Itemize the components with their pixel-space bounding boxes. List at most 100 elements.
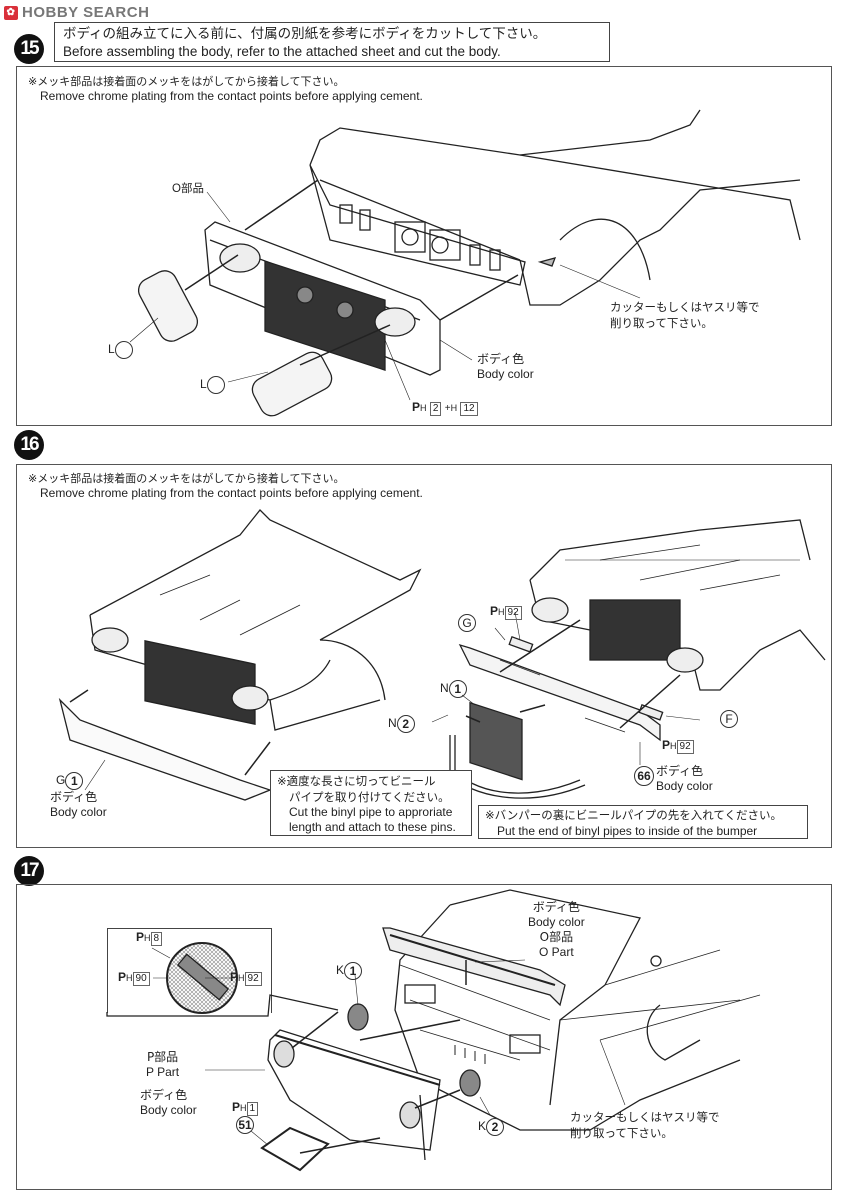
plus-sign: + bbox=[444, 403, 451, 414]
l-part-label-2: L bbox=[200, 376, 225, 394]
step-16-chrome-note: ※メッキ部品は接着面のメッキをはがしてから接着して下さい。 Remove chr… bbox=[28, 472, 423, 501]
spoiler-label: ボディ色 Body color O部品 O Part bbox=[528, 900, 585, 960]
body-color-en: Body color bbox=[656, 779, 713, 793]
step-15-panel bbox=[16, 66, 832, 426]
body-color-jp: ボディ色 bbox=[656, 764, 704, 778]
part-number: 1 bbox=[448, 680, 467, 698]
part-number: 1 bbox=[65, 772, 84, 790]
callout-en: Put the end of binyl pipes to inside of … bbox=[497, 823, 758, 838]
p-flag-icon: P bbox=[232, 1100, 241, 1114]
p-part-label: P部品 P Part bbox=[146, 1050, 179, 1080]
step-15-instruction-en: Before assembling the body, refer to the… bbox=[63, 44, 501, 59]
bumper-callout: ※バンパーの裏にビニールパイプの先を入れてください。 Put the end o… bbox=[478, 805, 808, 839]
part-circle bbox=[114, 341, 133, 359]
callout-jp: ※バンパーの裏にビニールパイプの先を入れてください。 bbox=[485, 808, 783, 822]
part-66-label: 66 bbox=[634, 766, 654, 786]
callout-en-1: Cut the binyl pipe to approriate bbox=[289, 805, 453, 819]
o-part-label: O部品 bbox=[172, 183, 204, 195]
pin-number-box: 1 bbox=[246, 1102, 259, 1116]
body-color-jp: ボディ色 bbox=[532, 900, 580, 914]
callout-en-2: length and attach to these pins. bbox=[289, 820, 456, 834]
cutter-instruction-15: カッターもしくはヤスリ等で 削り取って下さい。 bbox=[610, 300, 760, 332]
part-number: 51 bbox=[236, 1116, 254, 1134]
chrome-note-jp: ※メッキ部品は接着面のメッキをはがしてから接着して下さい。 bbox=[28, 75, 345, 88]
part-letter: K bbox=[336, 963, 345, 978]
pin-number-box: 92 bbox=[676, 740, 694, 754]
p-part-jp: P部品 bbox=[146, 1050, 179, 1064]
step-17-badge: 17 bbox=[14, 856, 44, 886]
callout-jp-1: ※適度な長さに切ってビニール bbox=[277, 774, 436, 788]
part-letter: G bbox=[56, 773, 66, 788]
part-letter: G bbox=[458, 614, 476, 632]
body-color-en: Body color bbox=[50, 805, 107, 819]
p-flag-icon: P bbox=[412, 400, 421, 414]
step-15-badge: 15 bbox=[14, 34, 44, 64]
body-color-jp: ボディ色 bbox=[50, 790, 98, 804]
l-part-letter: L bbox=[200, 377, 207, 392]
pin-sub: H bbox=[420, 403, 427, 413]
p-flag-icon: P bbox=[490, 604, 499, 618]
cutter-jp-line-2: 削り取って下さい。 bbox=[570, 1128, 673, 1140]
body-color-en: Body color bbox=[140, 1103, 197, 1117]
pin-sub: H bbox=[450, 403, 458, 413]
o-part-en: O Part bbox=[539, 945, 574, 959]
pin-number-box: 90 bbox=[132, 972, 150, 986]
body-color-en: Body color bbox=[477, 367, 534, 381]
p-flag-icon: P bbox=[230, 970, 239, 984]
p-part-en: P Part bbox=[146, 1065, 180, 1079]
o-part-jp: O部品 bbox=[539, 930, 574, 944]
part-number: 66 bbox=[634, 766, 654, 786]
part-51-label: 51 bbox=[236, 1116, 254, 1134]
step-16-badge: 16 bbox=[14, 430, 44, 460]
part-letter: F bbox=[720, 710, 738, 728]
g-label: G bbox=[458, 614, 476, 632]
part-number: 2 bbox=[486, 1118, 505, 1136]
p-flag-icon: P bbox=[118, 970, 127, 984]
hobby-search-logo[interactable]: ✿ HOBBY SEARCH bbox=[4, 4, 149, 21]
body-color-label-17: ボディ色 Body color bbox=[140, 1088, 197, 1118]
part-letter: N bbox=[440, 681, 449, 696]
pin-number-box: 2 bbox=[429, 402, 442, 416]
part-number: 2 bbox=[396, 715, 415, 733]
part-letter: K bbox=[478, 1119, 487, 1134]
p-flag-icon: P bbox=[662, 738, 671, 752]
cutter-jp-line-1: カッターもしくはヤスリ等で bbox=[610, 302, 760, 314]
part-circle bbox=[206, 376, 225, 394]
logo-text: HOBBY SEARCH bbox=[22, 4, 150, 21]
step-16-panel bbox=[16, 464, 832, 848]
cutter-instruction-17: カッターもしくはヤスリ等で 削り取って下さい。 bbox=[570, 1110, 720, 1142]
step-15-instruction: ボディの組み立てに入る前に、付属の別紙を参考にボディをカットして下さい。 Bef… bbox=[54, 22, 610, 62]
p-flag-icon: P bbox=[136, 930, 145, 944]
chrome-note-en: Remove chrome plating from the contact p… bbox=[40, 486, 423, 500]
body-color-label-15: ボディ色 Body color bbox=[477, 352, 534, 382]
callout-jp-2: パイプを取り付けてください。 bbox=[289, 789, 450, 804]
chrome-note-en: Remove chrome plating from the contact p… bbox=[40, 89, 423, 103]
pin-number-box: 92 bbox=[244, 972, 262, 986]
body-color-jp: ボディ色 bbox=[477, 352, 525, 366]
cutter-jp-line-1: カッターもしくはヤスリ等で bbox=[570, 1112, 720, 1124]
logo-icon: ✿ bbox=[4, 5, 18, 20]
part-letter: N bbox=[388, 716, 397, 731]
cutter-jp-line-2: 削り取って下さい。 bbox=[610, 318, 713, 330]
body-color-en: Body color bbox=[528, 915, 585, 929]
f-label: F bbox=[720, 710, 738, 728]
part-number: 1 bbox=[344, 962, 363, 980]
pin-number-box: 12 bbox=[460, 402, 478, 416]
l-part-letter: L bbox=[108, 342, 115, 357]
pin-number-box: 8 bbox=[150, 932, 163, 946]
vinyl-pipe-callout: ※適度な長さに切ってビニール パイプを取り付けてください。 Cut the bi… bbox=[270, 770, 472, 836]
l-part-label-1: L bbox=[108, 341, 133, 359]
pin-number-box: 92 bbox=[504, 606, 522, 620]
step-15-chrome-note: ※メッキ部品は接着面のメッキをはがしてから接着して下さい。 Remove chr… bbox=[28, 75, 423, 104]
